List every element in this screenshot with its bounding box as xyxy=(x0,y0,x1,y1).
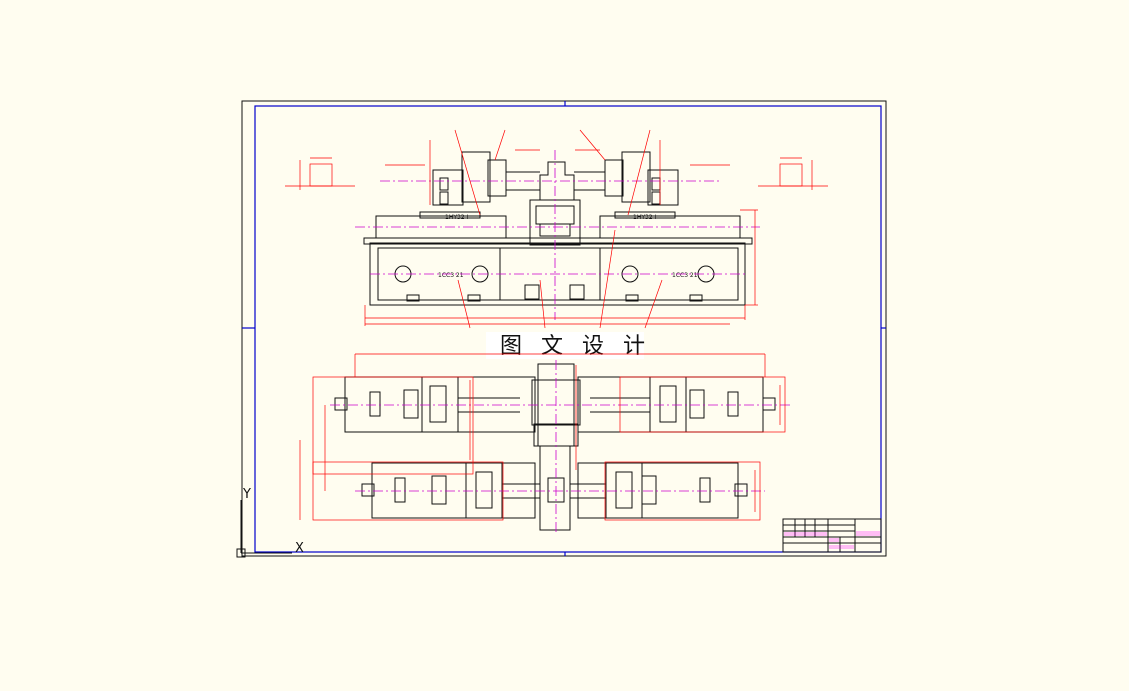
ucs-x-label: X xyxy=(295,541,304,556)
watermark: 图 文 设 计 xyxy=(486,332,651,359)
sheet-inner-border xyxy=(254,105,882,553)
ucs-icon: Y X xyxy=(236,487,304,558)
front-view: 1CC3 21 1CC3 21 1HY32 I 1HY32 I xyxy=(285,129,828,329)
watermark-text: 图 文 设 计 xyxy=(500,334,651,359)
title-block xyxy=(782,518,882,553)
left-slide-label: 1HY32 I xyxy=(445,214,469,221)
top-view xyxy=(299,353,790,535)
ucs-y-label: Y xyxy=(242,487,251,502)
left-unit-label: 1CC3 21 xyxy=(438,272,464,279)
right-unit-label: 1CC3 21 xyxy=(672,272,698,279)
right-slide-label: 1HY32 I xyxy=(633,214,657,221)
